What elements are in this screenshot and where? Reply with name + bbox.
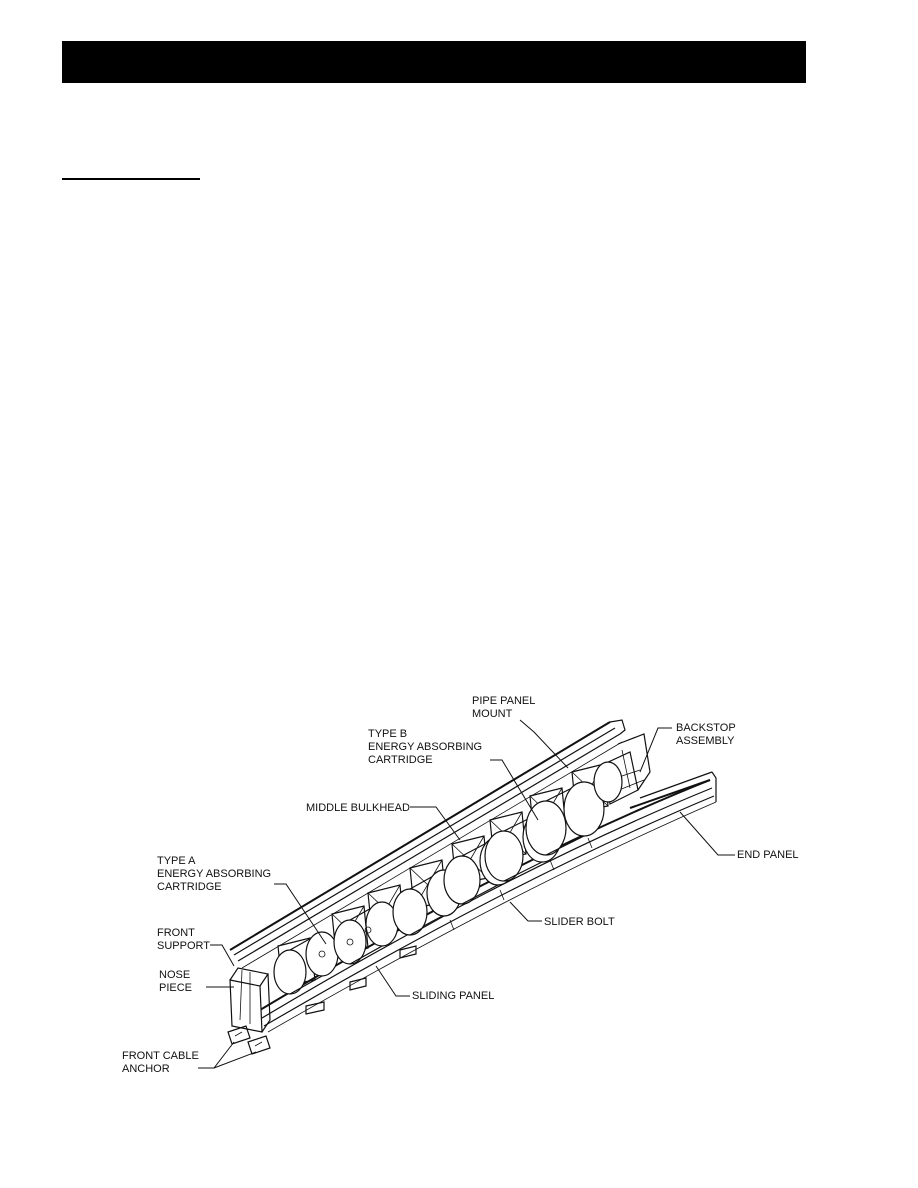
label-backstop-line1: BACKSTOP <box>676 722 736 734</box>
cartridges <box>273 781 605 995</box>
label-front-support-line2: SUPPORT <box>157 940 210 952</box>
label-type-b-line2: ENERGY ABSORBING <box>368 741 482 753</box>
label-pipe-panel-mount: PIPE PANEL MOUNT <box>472 695 569 769</box>
label-pipe-panel-mount-line2: MOUNT <box>472 708 513 720</box>
section-heading-underline <box>62 178 200 180</box>
label-backstop-line2: ASSEMBLY <box>676 735 735 747</box>
label-end-panel: END PANEL <box>679 811 799 861</box>
crash-cushion-diagram: PIPE PANEL MOUNT BACKSTOP ASSEMBLY TYPE … <box>122 695 799 1075</box>
label-type-a-line2: ENERGY ABSORBING <box>157 868 271 880</box>
front-cable-anchor <box>227 1025 271 1055</box>
label-sliding-panel: SLIDING PANEL <box>375 965 494 1002</box>
label-nose-piece-line2: PIECE <box>159 982 192 994</box>
crash-cushion-drawing <box>227 719 717 1055</box>
backstop-assembly <box>593 733 651 805</box>
label-type-a: TYPE A ENERGY ABSORBING CARTRIDGE <box>157 855 327 945</box>
label-nose-piece: NOSE PIECE <box>159 969 234 994</box>
label-slider-bolt: SLIDER BOLT <box>509 901 615 928</box>
label-type-b: TYPE B ENERGY ABSORBING CARTRIDGE <box>368 728 539 821</box>
label-front-cable-anchor-line2: ANCHOR <box>122 1063 170 1075</box>
label-nose-piece-line1: NOSE <box>159 969 190 981</box>
label-backstop-assembly: BACKSTOP ASSEMBLY <box>639 722 736 773</box>
label-type-b-line1: TYPE B <box>368 728 407 740</box>
label-slider-bolt-text: SLIDER BOLT <box>544 916 615 928</box>
label-middle-bulkhead: MIDDLE BULKHEAD <box>306 802 461 841</box>
label-front-cable-anchor: FRONT CABLE ANCHOR <box>122 1041 257 1075</box>
nose-piece <box>229 967 271 1033</box>
label-sliding-panel-text: SLIDING PANEL <box>412 990 494 1002</box>
label-type-a-line1: TYPE A <box>157 855 196 867</box>
label-front-support-line1: FRONT <box>157 927 195 939</box>
header-bar <box>62 41 806 83</box>
label-middle-bulkhead-text: MIDDLE BULKHEAD <box>306 802 410 814</box>
label-type-a-line3: CARTRIDGE <box>157 881 222 893</box>
label-front-support: FRONT SUPPORT <box>157 927 235 967</box>
label-front-cable-anchor-line1: FRONT CABLE <box>122 1050 199 1062</box>
label-end-panel-text: END PANEL <box>737 849 799 861</box>
label-type-b-line3: CARTRIDGE <box>368 754 433 766</box>
label-pipe-panel-mount-line1: PIPE PANEL <box>472 695 535 707</box>
